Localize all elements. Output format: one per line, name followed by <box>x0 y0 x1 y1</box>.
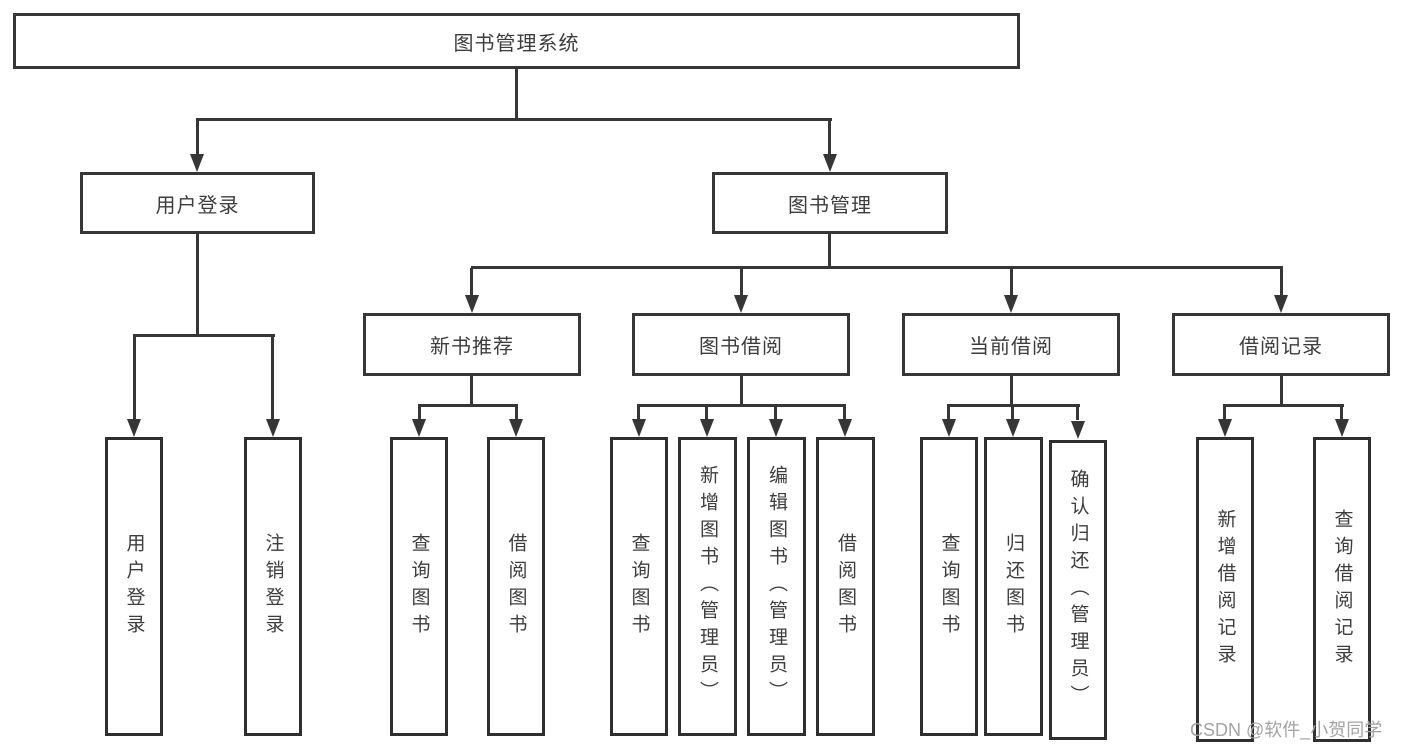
arrow-down-icon <box>769 419 783 437</box>
leaf-query-books-1-label: 查询图书 <box>408 532 430 641</box>
arrow-down-icon <box>734 295 748 313</box>
leaf-add-borrow-record-label: 新增借阅记录 <box>1214 508 1236 671</box>
leaf-query-books-2: 查询图书 <box>610 437 668 736</box>
arrow-down-icon <box>412 419 426 437</box>
arrow-down-icon <box>190 154 204 172</box>
leaf-borrow-books-2: 借阅图书 <box>816 437 875 736</box>
connector-line <box>637 406 640 420</box>
csdn-watermark: CSDN @软件_小贺同学 <box>1190 720 1383 740</box>
connector-line <box>1340 406 1343 420</box>
leaf-confirm-return-admin: 确认归还（管理员） <box>1049 440 1107 740</box>
node-book-borrow-label: 图书借阅 <box>699 336 783 358</box>
node-book-management-label: 图书管理 <box>788 194 872 217</box>
connector-line <box>133 334 275 337</box>
connector-line <box>470 268 473 295</box>
leaf-query-books-1: 查询图书 <box>390 437 448 736</box>
arrow-down-icon <box>509 419 523 437</box>
arrow-down-icon <box>266 419 280 437</box>
node-borrow-records-label: 借阅记录 <box>1239 336 1323 358</box>
connector-line <box>1280 376 1283 406</box>
leaf-borrow-books-1: 借阅图书 <box>487 437 545 736</box>
node-user-login: 用户登录 <box>80 172 315 234</box>
connector-line <box>196 234 199 336</box>
connector-line <box>740 268 743 295</box>
connector-line <box>828 120 831 155</box>
arrow-down-icon <box>127 419 141 437</box>
connector-line <box>1223 404 1344 407</box>
connector-line <box>637 404 846 407</box>
connector-line <box>515 69 518 120</box>
leaf-logout-label: 注销登录 <box>262 532 284 641</box>
connector-line <box>196 118 832 121</box>
leaf-borrow-books-1-label: 借阅图书 <box>505 532 527 641</box>
leaf-query-books-2-label: 查询图书 <box>628 532 650 641</box>
arrow-down-icon <box>1006 419 1020 437</box>
leaf-return-book: 归还图书 <box>984 437 1043 736</box>
leaf-add-borrow-record: 新增借阅记录 <box>1196 437 1254 742</box>
node-current-borrow: 当前借阅 <box>902 313 1120 376</box>
arrow-down-icon <box>700 419 714 437</box>
connector-line <box>196 120 199 155</box>
connector-line <box>1076 406 1079 420</box>
node-new-book-recommend-label: 新书推荐 <box>430 336 514 358</box>
connector-line <box>1223 406 1226 420</box>
connector-line <box>740 376 743 406</box>
connector-line <box>133 336 136 419</box>
connector-line <box>418 404 518 407</box>
node-book-management: 图书管理 <box>712 172 948 234</box>
leaf-user-login: 用户登录 <box>105 437 163 736</box>
connector-line <box>1010 268 1013 295</box>
connector-line <box>774 406 777 420</box>
leaf-query-borrow-record-label: 查询借阅记录 <box>1331 508 1353 671</box>
arrow-down-icon <box>632 419 646 437</box>
leaf-add-book-admin-label: 新增图书（管理员） <box>697 465 718 708</box>
node-current-borrow-label: 当前借阅 <box>969 336 1053 358</box>
node-library-system: 图书管理系统 <box>13 13 1020 69</box>
connector-line <box>471 266 1283 269</box>
arrow-down-icon <box>1218 419 1232 437</box>
leaf-query-borrow-record: 查询借阅记录 <box>1313 437 1371 742</box>
connector-line <box>418 406 421 420</box>
leaf-edit-book-admin-label: 编辑图书（管理员） <box>766 465 787 708</box>
node-book-borrow: 图书借阅 <box>632 313 850 376</box>
leaf-query-books-3: 查询图书 <box>920 437 978 736</box>
connector-line <box>705 406 708 420</box>
leaf-borrow-books-2-label: 借阅图书 <box>835 532 856 641</box>
leaf-user-login-label: 用户登录 <box>123 532 145 641</box>
connector-line <box>470 376 473 406</box>
node-library-system-label: 图书管理系统 <box>453 32 580 55</box>
leaf-logout: 注销登录 <box>244 437 302 736</box>
arrow-down-icon <box>823 154 837 172</box>
leaf-edit-book-admin: 编辑图书（管理员） <box>747 437 806 736</box>
connector-line <box>843 406 846 420</box>
arrow-down-icon <box>1274 295 1288 313</box>
node-user-login-label: 用户登录 <box>155 194 240 217</box>
arrow-down-icon <box>1335 419 1349 437</box>
connector-line <box>828 234 831 268</box>
node-borrow-records: 借阅记录 <box>1172 313 1390 376</box>
arrow-down-icon <box>1004 295 1018 313</box>
arrow-down-icon <box>465 295 479 313</box>
arrow-down-icon <box>1071 421 1085 439</box>
connector-line <box>515 406 518 420</box>
leaf-query-books-3-label: 查询图书 <box>938 532 960 641</box>
connector-line <box>271 336 274 419</box>
leaf-confirm-return-admin-label: 确认归还（管理员） <box>1067 468 1089 712</box>
connector-line <box>1010 376 1013 406</box>
arrow-down-icon <box>838 419 852 437</box>
connector-line <box>947 406 950 420</box>
arrow-down-icon <box>942 419 956 437</box>
connector-line <box>947 404 1080 407</box>
connector-line <box>1011 406 1014 420</box>
leaf-return-book-label: 归还图书 <box>1003 532 1024 641</box>
connector-line <box>1280 268 1283 295</box>
node-new-book-recommend: 新书推荐 <box>363 313 581 376</box>
leaf-add-book-admin: 新增图书（管理员） <box>678 437 737 736</box>
